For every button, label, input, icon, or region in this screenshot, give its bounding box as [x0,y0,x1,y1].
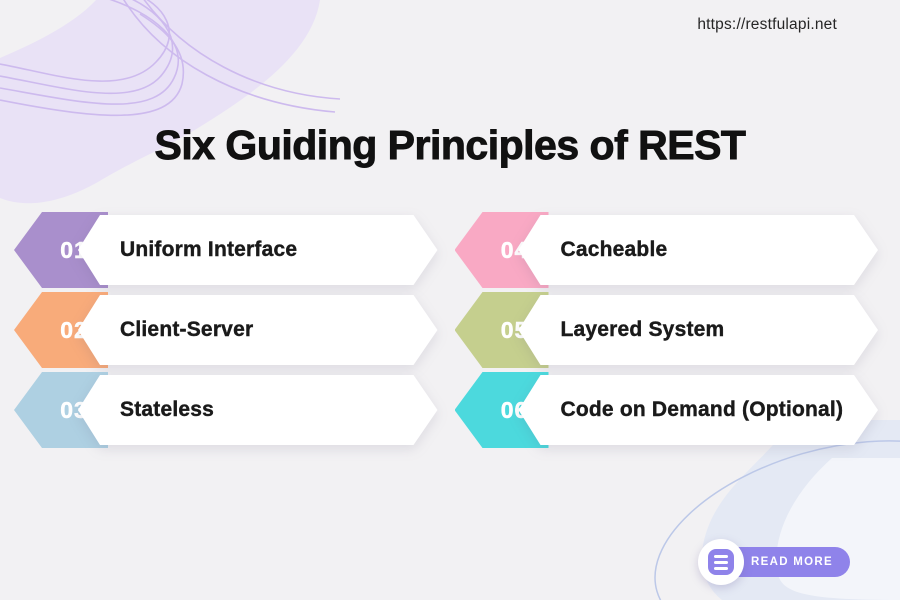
document-lines-icon [708,549,735,575]
principle-banner-ribbon: Uniform Interface [78,215,438,285]
principle-banner-ribbon: Layered System [519,295,879,365]
principle-banner: Cacheable [519,215,879,285]
principle-label: Code on Demand (Optional) [560,398,844,421]
principle-row: 03 Stateless [14,372,438,448]
principle-banner-ribbon: Cacheable [519,215,879,285]
principle-row: 04 Cacheable [454,212,879,288]
site-url[interactable]: https://restfulapi.net [697,16,837,33]
principle-banner: Uniform Interface [78,215,438,285]
principle-banner-ribbon: Code on Demand (Optional) [519,375,879,445]
page-title: Six Guiding Principles of REST [154,122,746,169]
principles-column-left: 01 Uniform Interface 02 Client-Server 03… [14,212,438,448]
principle-label: Layered System [560,318,725,341]
principle-banner-ribbon: Stateless [78,375,438,445]
principle-label: Cacheable [560,238,668,261]
principle-banner-ribbon: Client-Server [78,295,438,365]
principle-banner: Client-Server [78,295,438,365]
document-icon [698,539,745,585]
principle-label: Stateless [120,398,215,421]
principle-row: 05 Layered System [454,292,879,368]
read-more-button[interactable]: READ MORE [698,539,850,585]
principle-row: 02 Client-Server [14,292,438,368]
principles-grid: 01 Uniform Interface 02 Client-Server 03… [14,212,878,448]
principle-banner: Stateless [78,375,438,445]
principle-row: 06 Code on Demand (Optional) [454,372,879,448]
principle-row: 01 Uniform Interface [14,212,438,288]
principle-label: Uniform Interface [120,238,298,261]
principle-banner: Code on Demand (Optional) [519,375,879,445]
principle-banner: Layered System [519,295,879,365]
principle-label: Client-Server [120,318,254,341]
principles-column-right: 04 Cacheable 05 Layered System 06 Code o… [454,212,879,448]
